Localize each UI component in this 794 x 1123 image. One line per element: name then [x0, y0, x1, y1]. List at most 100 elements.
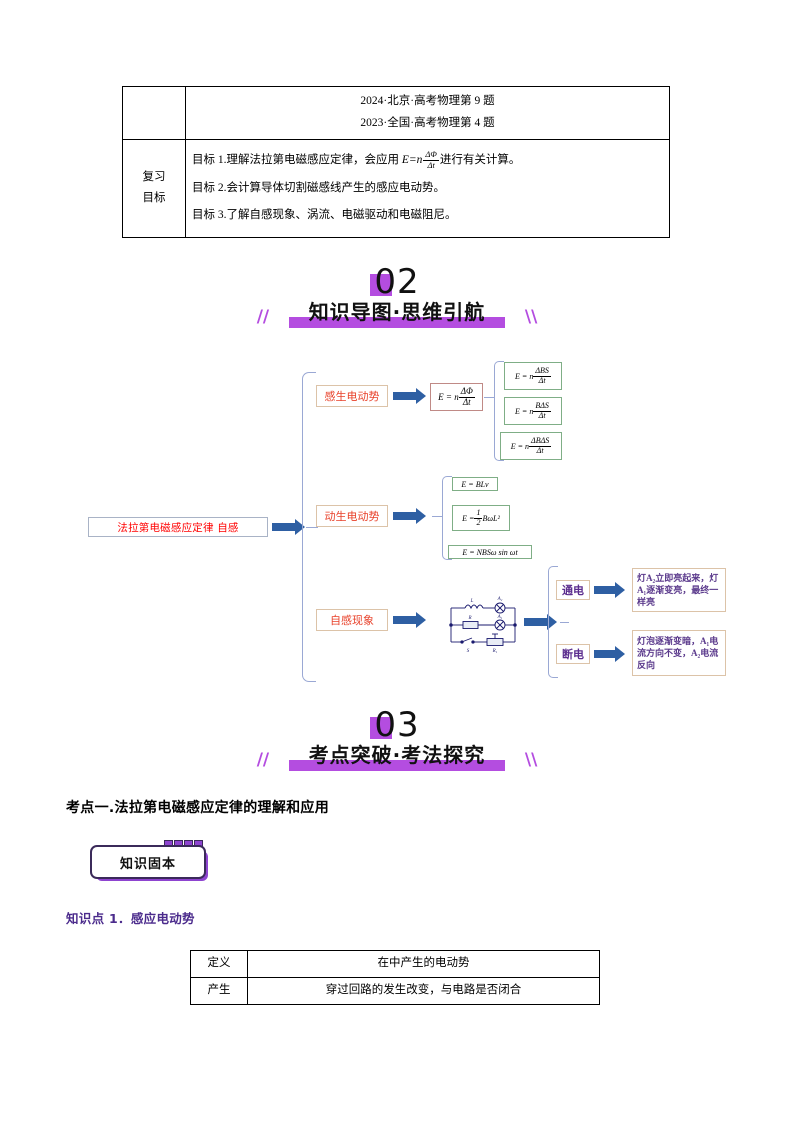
table-row-definition: 定义 在 中产生的电动势	[190, 950, 600, 978]
formula-1-lhs: E = n	[515, 371, 534, 381]
mindmap-branch-motional-label: 动生电动势	[324, 510, 380, 523]
goal-1-suffix: 进行有关计算。	[439, 153, 521, 166]
goal-1-prefix: 目标 1.理解法拉第电磁感应定律，会应用	[192, 153, 402, 166]
formula-motional-1: E = BLv	[461, 479, 489, 489]
review-goals-table: 2024·北京·高考物理第 9 题 2023·全国·高考物理第 4 题 复习 目…	[122, 86, 670, 239]
leader-center-to-green	[484, 397, 495, 398]
banner-03-square-decor	[370, 717, 393, 739]
bracket-induced-formulas	[494, 361, 504, 461]
generation-value: 穿过回路的 发生改变，与电路是否闭合	[247, 977, 600, 1005]
goal-1-formula-lhs: E=n	[401, 153, 423, 166]
formula-2-den: Δt	[538, 410, 546, 420]
center-formula-denominator: Δt	[462, 396, 471, 407]
self-induction-circuit-diagram: L A₂ R A₁ S R₁	[449, 597, 517, 654]
mindmap-branch-selfinduction-label: 自感现象	[330, 614, 374, 627]
center-formula-lhs: E = n	[438, 392, 459, 402]
circuit-label-switch: S	[467, 649, 470, 654]
subsection-title: 知识点 1．感应电动势	[66, 911, 195, 926]
goal-item-2: 目标 2.会计算导体切割磁感线产生的感应电动势。	[192, 181, 445, 194]
goals-label-line2: 目标	[142, 192, 166, 205]
banner-02-title-wrap: // 知识导图·思维引航 \\	[257, 296, 537, 328]
circuit-label-resistor: R	[467, 616, 471, 621]
definition-mid: 中产生的电动势	[389, 957, 470, 970]
generation-mid: 发生改变，与电路是否闭合	[383, 984, 522, 997]
mindmap-root-label: 法拉第电磁感应定律 自感	[117, 521, 239, 534]
circuit-label-inductor: L	[470, 599, 474, 604]
formula-2-lhs: E = n	[515, 406, 534, 416]
banner-02-number-wrap: 02	[370, 262, 419, 302]
formula-box-motional-1: E = BLv	[452, 477, 498, 491]
tag-power-off-label: 断电	[562, 648, 584, 661]
knowledge-badge: 知识固本	[90, 840, 214, 887]
bracket-tags	[548, 566, 558, 678]
banner-03-right-slash: \\	[524, 750, 538, 770]
formula-motional-2-num: 1	[474, 507, 483, 519]
source-label-cell	[122, 86, 186, 140]
goal-1-denominator: Δt	[427, 159, 435, 170]
generation-prefix: 穿过回路的	[325, 984, 384, 997]
banner-02-underline-bar	[288, 317, 506, 328]
leader-tags	[560, 622, 569, 623]
banner-02-right-slash: \\	[524, 307, 538, 327]
formula-1-den: Δt	[538, 375, 546, 385]
formula-box-motional-3: E = NBSω sin ωt	[448, 545, 532, 559]
center-formula-numerator: ΔΦ	[458, 385, 475, 398]
circuit-label-rheostat: R₁	[492, 649, 498, 654]
tag-power-off: 断电	[556, 644, 590, 664]
banner-03-number: 03	[374, 705, 420, 745]
result-power-on: 灯A₂立即亮起来，灯A₁逐渐变亮，最终一样亮	[632, 568, 726, 612]
banner-03-left-slash: //	[256, 750, 270, 770]
banner-03-title-wrap: // 考点突破·考法探究 \\	[257, 739, 537, 771]
tag-power-on: 通电	[556, 580, 590, 600]
definition-prefix: 在	[377, 957, 390, 970]
formula-motional-2-lhs: E =	[462, 513, 475, 523]
generation-label: 产生	[190, 977, 248, 1005]
banner-02-title: 知识导图·思维引航	[308, 300, 486, 324]
definition-value: 在 中产生的电动势	[247, 950, 600, 978]
goal-item-3: 目标 3.了解自感现象、涡流、电磁驱动和电磁阻尼。	[192, 209, 457, 222]
goal-1-numerator: ΔΦ	[423, 149, 439, 161]
table-row-generation: 产生 穿过回路的 发生改变，与电路是否闭合	[190, 977, 600, 1005]
mindmap-root-leader	[306, 527, 318, 528]
formula-motional-2-rhs: BωL²	[482, 513, 500, 523]
mindmap-root-node: 法拉第电磁感应定律 自感	[88, 517, 268, 537]
result-power-off-text: 灯泡逐渐变暗，A₁电流方向不变，A₂电流反向	[637, 635, 719, 671]
section-banner-02: 02 // 知识导图·思维引航 \\	[0, 262, 794, 328]
banner-02-number: 02	[374, 262, 420, 302]
banner-03-underline-bar	[288, 760, 506, 771]
definition-table: 定义 在 中产生的电动势 产生 穿过回路的 发生改变，与电路是否闭合	[190, 950, 600, 1005]
result-power-off: 灯泡逐渐变暗，A₁电流方向不变，A₂电流反向	[632, 630, 726, 676]
circuit-label-lamp-a2: A₂	[497, 597, 503, 602]
banner-03-title: 考点突破·考法探究	[308, 743, 486, 767]
knowledge-badge-label: 知识固本	[119, 856, 176, 872]
knowledge-badge-body: 知识固本	[90, 845, 206, 879]
mindmap-branch-induced-label: 感生电动势	[324, 390, 380, 403]
tag-power-on-label: 通电	[562, 584, 584, 597]
leader-motional	[432, 516, 443, 517]
source-line-2: 2023·全国·高考物理第 4 题	[360, 116, 495, 129]
formula-2-num: BΔS	[533, 400, 551, 412]
mindmap-main-bracket	[302, 372, 316, 682]
goals-label-line1: 复习	[142, 170, 166, 183]
page-title: 考点一.法拉第电磁感应定律的理解和应用	[66, 800, 330, 816]
section-banner-03: 03 // 考点突破·考法探究 \\	[0, 705, 794, 771]
definition-label: 定义	[190, 950, 248, 978]
mindmap-branch-motional: 动生电动势	[316, 505, 388, 527]
circuit-label-lamp-a1: A₁	[497, 615, 503, 620]
bracket-motional-formulas	[442, 476, 452, 560]
formula-motional-2-den: 2	[476, 517, 481, 527]
mindmap-branch-selfinduction: 自感现象	[316, 609, 388, 631]
